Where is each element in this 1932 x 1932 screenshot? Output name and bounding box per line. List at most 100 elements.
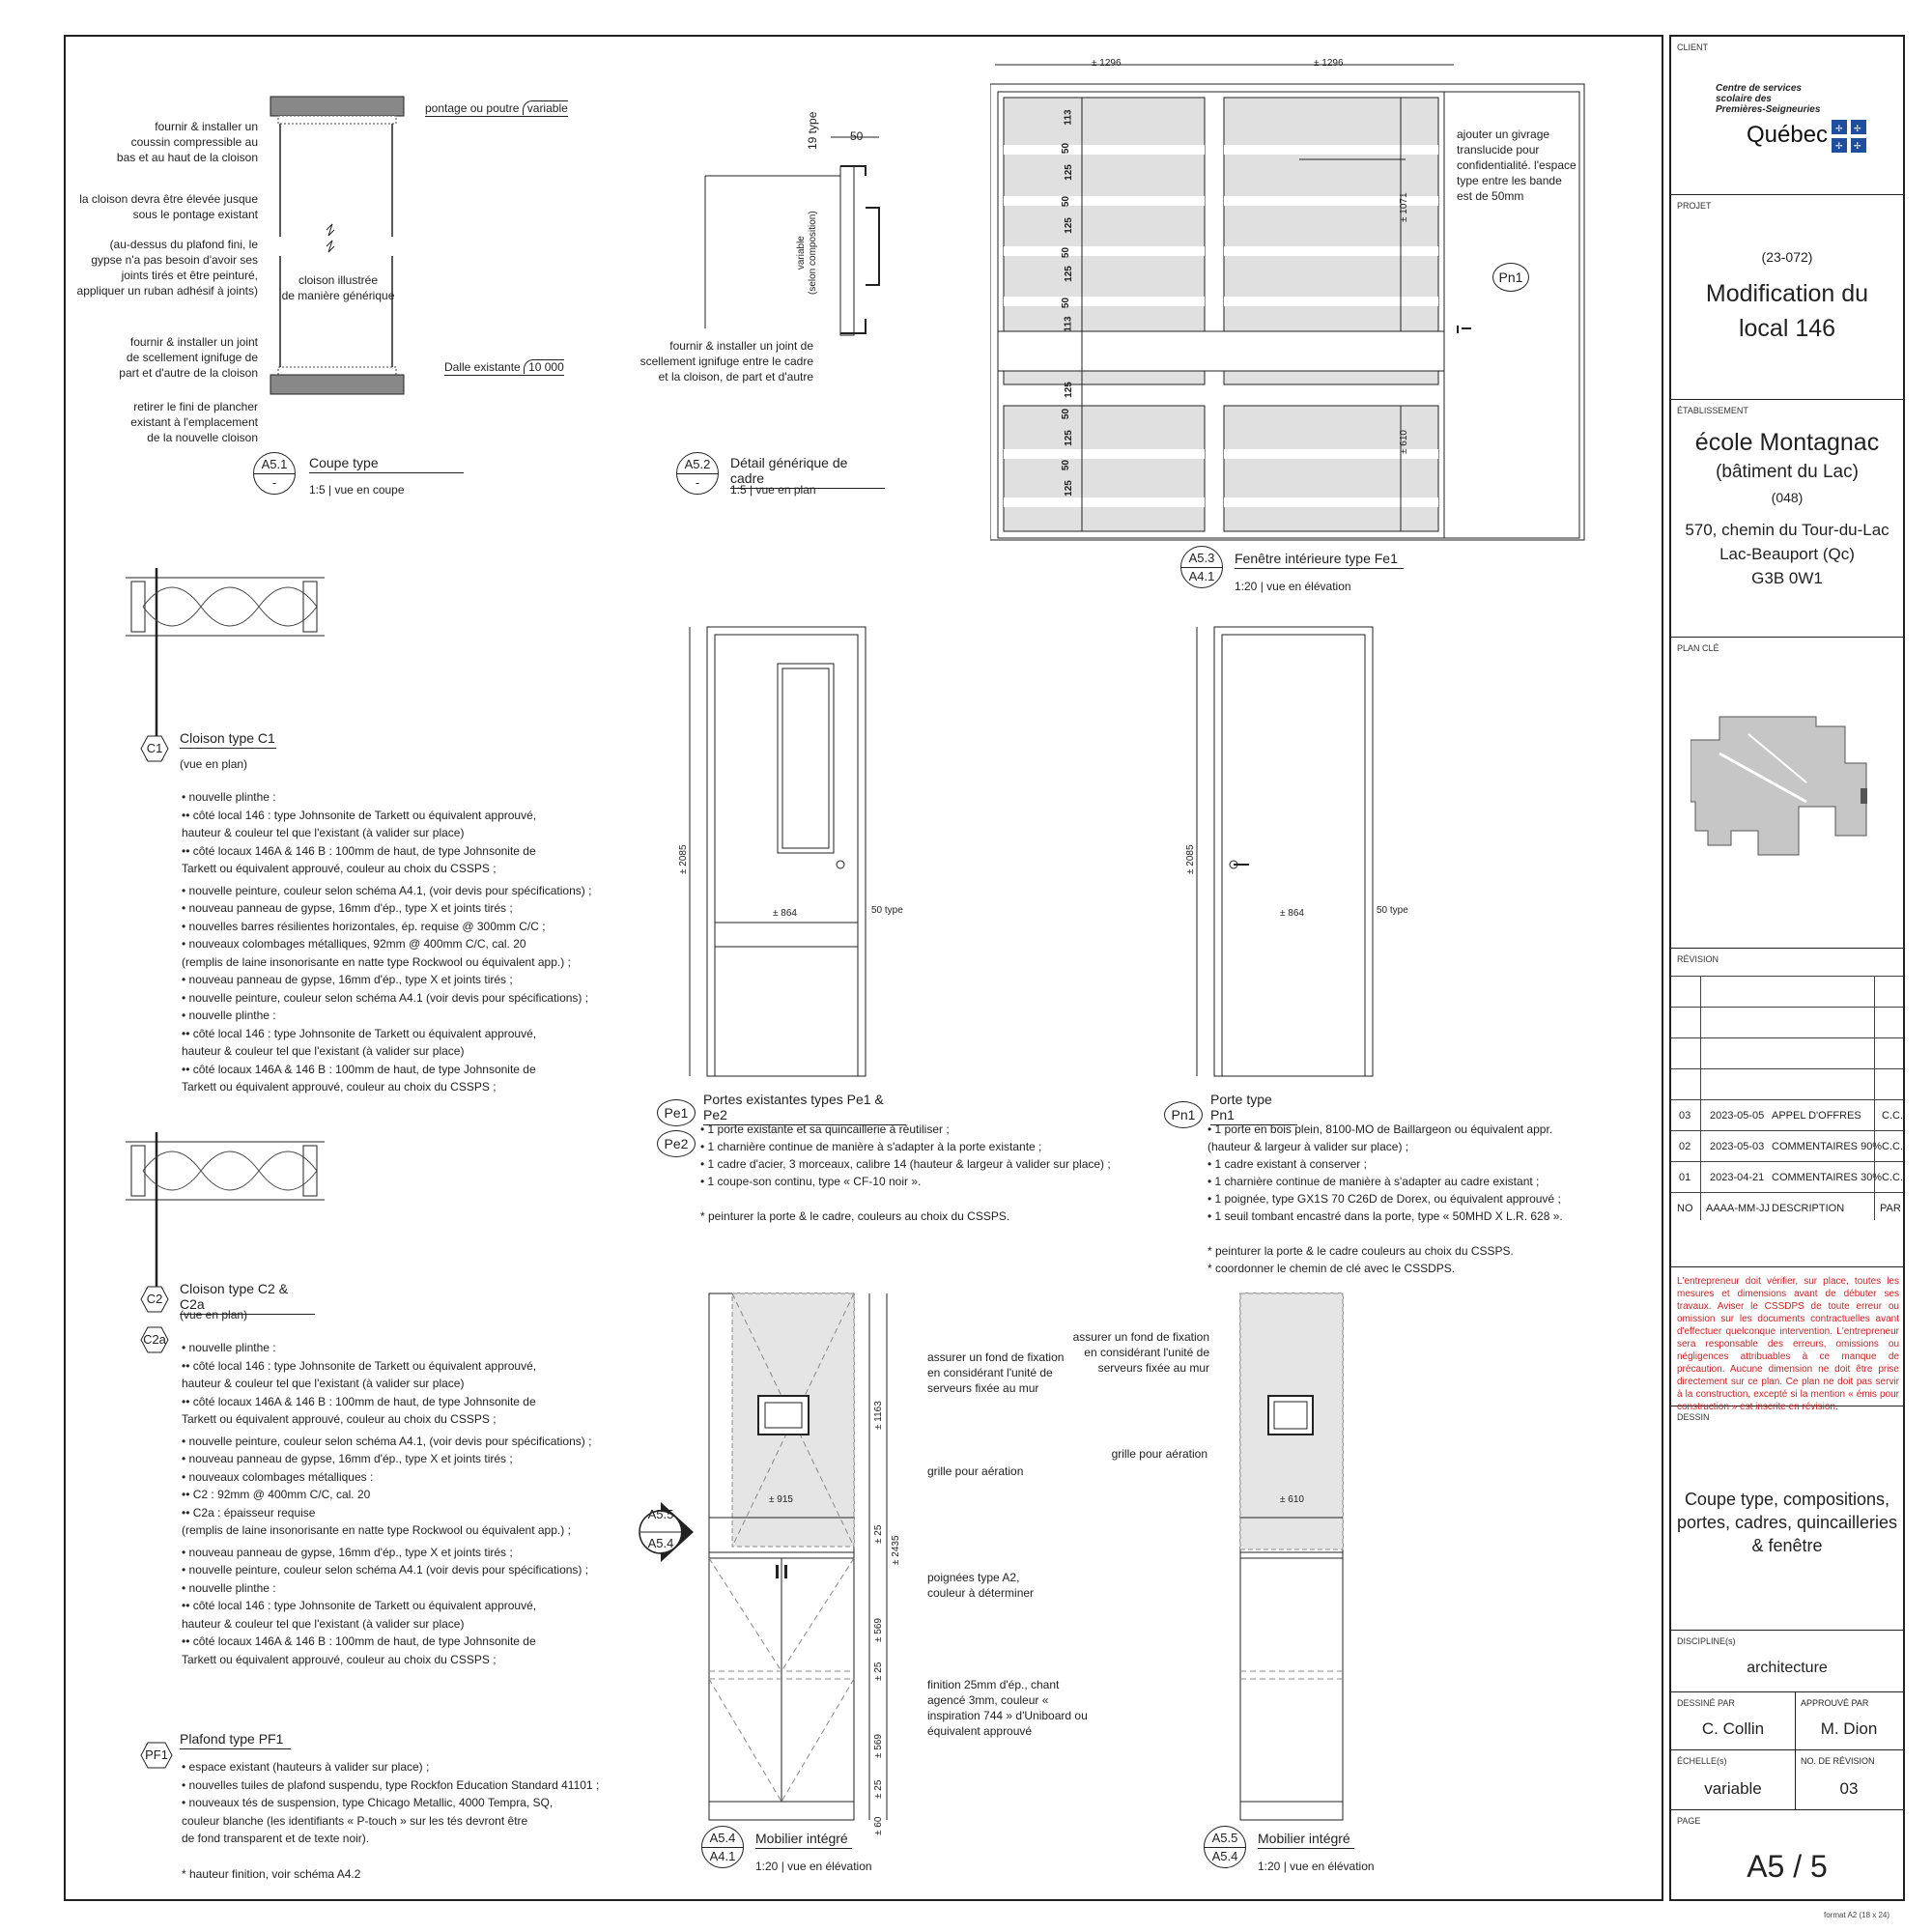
a53-dim-1: ± 1296 <box>1092 58 1122 69</box>
c2-notes: • nouvelle plinthe : •• côté local 146 :… <box>182 1341 592 1666</box>
a54-marker-top: A5.5 <box>647 1507 674 1521</box>
key-plan-map <box>1690 716 1867 856</box>
a52-section-bubble: A5.2- <box>676 452 719 495</box>
a53-window-drawing <box>990 64 1585 541</box>
a53-vdim: 125 <box>1063 217 1074 234</box>
a54-d2435: ± 2435 <box>891 1535 901 1565</box>
etab-name: école Montagnac <box>1694 429 1880 456</box>
a51-dalle-label: Dalle existante 10 000 <box>444 359 564 376</box>
pe-height: ± 2085 <box>678 844 689 874</box>
pn1-tag: Pn1 <box>1164 1101 1203 1128</box>
pn1-door-drawing <box>1196 626 1374 1077</box>
a53-vdim: 50 <box>1061 459 1072 471</box>
a53-dim-610: ± 610 <box>1399 430 1409 454</box>
a54-marker-bot: A5.4 <box>647 1536 674 1550</box>
tb-projet-label: PROJET <box>1677 201 1712 211</box>
tb-dessine-approuve: DESSINÉ PAR C. Collin APPROUVÉ PAR M. Di… <box>1671 1692 1903 1750</box>
c1-title: Cloison type C1 <box>180 730 276 749</box>
c1-wall-drawing <box>126 568 325 742</box>
a55-title: Mobilier intégré <box>1258 1831 1354 1849</box>
a54-d25c: ± 25 <box>873 1779 884 1799</box>
a53-vertical-dims: 113 50 125 50 125 50 125 50 113 125 50 1… <box>1061 104 1080 496</box>
projet-num: (23-072) <box>1761 249 1813 265</box>
approuve-value: M. Dion <box>1820 1719 1878 1738</box>
tb-client-label: CLIENT <box>1677 43 1709 52</box>
a54-title: Mobilier intégré <box>755 1831 852 1849</box>
a53-pn1-tag: Pn1 <box>1492 263 1529 292</box>
a51-subtitle: 1:5 | vue en coupe <box>309 483 405 497</box>
page-value: A5 / 5 <box>1747 1849 1828 1884</box>
a53-vdim: 50 <box>1061 297 1072 309</box>
c2-title: Cloison type C2 & C2a <box>180 1281 315 1315</box>
a54-width: ± 915 <box>769 1494 793 1505</box>
a53-vdim: 50 <box>1061 246 1072 259</box>
tb-disclaimer: L'entrepreneur doit vérifier, sur place,… <box>1671 1267 1903 1412</box>
c1-tag: C1 <box>140 734 169 763</box>
a52-dim-side: 19 type <box>806 111 819 150</box>
pf1-notes: • espace existant (hauteurs à valider su… <box>182 1760 600 1881</box>
a52-subtitle: 1:5 | vue en plan <box>730 483 816 497</box>
a54-note-poignees: poignées type A2,couleur à déterminer <box>927 1571 1035 1600</box>
norev-value: 03 <box>1839 1779 1859 1798</box>
pe-door-drawing <box>689 626 867 1077</box>
tb-plan-label: PLAN CLÉ <box>1677 643 1719 653</box>
pn1-title: Porte type Pn1 <box>1210 1092 1297 1125</box>
tb-page-label: PAGE <box>1677 1816 1701 1826</box>
tb-etablissement: ÉTABLISSEMENT école Montagnac (bâtiment … <box>1671 400 1903 638</box>
pn1-frame: 50 type <box>1377 905 1408 916</box>
a55-width: ± 610 <box>1280 1494 1304 1505</box>
a53-vdim: 113 <box>1063 316 1074 332</box>
tb-revision-label: RÉVISION <box>1677 954 1719 964</box>
pe1-tag: Pe1 <box>657 1099 696 1126</box>
a55-note-grille: grille pour aération <box>1111 1447 1208 1461</box>
a53-vdim: 113 <box>1063 109 1074 126</box>
pf1-tag: PF1 <box>140 1741 173 1770</box>
a52-title: Détail générique de cadre <box>730 455 885 489</box>
a54-d569b: ± 569 <box>873 1734 884 1758</box>
tb-disc-label: DISCIPLINE(s) <box>1677 1636 1736 1646</box>
tb-discipline: DISCIPLINE(s) architecture <box>1671 1631 1903 1692</box>
a54-cabinet-drawing <box>708 1293 888 1821</box>
pe-frame: 50 type <box>871 905 903 916</box>
a53-title: Fenêtre intérieure type Fe1 <box>1235 551 1404 569</box>
c1-notes: • nouvelle plinthe : •• côté local 146 :… <box>182 790 592 1094</box>
pe-width: ± 864 <box>773 908 797 919</box>
a54-section-marker <box>639 1502 694 1562</box>
pn1-height: ± 2085 <box>1185 844 1196 874</box>
tb-dessin: DESSIN Coupe type, compositions,portes, … <box>1671 1406 1903 1631</box>
a51-pontage-label: pontage ou poutre variable <box>425 100 568 117</box>
pn1-notes: • 1 porte en bois plein, 8100-MO de Bail… <box>1208 1122 1563 1275</box>
a51-section-bubble: A5.1- <box>253 452 296 495</box>
a54-d1163: ± 1163 <box>873 1401 884 1430</box>
tb-echelle-label: ÉCHELLE(s) <box>1677 1756 1727 1766</box>
a51-title: Coupe type <box>309 455 464 473</box>
a53-dim-2: ± 1296 <box>1314 58 1344 69</box>
drawing-frame <box>64 35 1663 1901</box>
a52-frame-drawing <box>704 136 880 336</box>
format-note: format A2 (18 x 24) <box>1824 1911 1890 1919</box>
tb-etab-label: ÉTABLISSEMENT <box>1677 406 1748 415</box>
a52-variable: variable(selon composition) <box>796 211 818 295</box>
c2a-tag: C2a <box>140 1325 169 1354</box>
c1-subtitle: (vue en plan) <box>180 757 248 771</box>
tb-echelle-rev: ÉCHELLE(s) variable NO. DE RÉVISION 03 <box>1671 1750 1903 1810</box>
pn1-width: ± 864 <box>1280 908 1304 919</box>
a54-d60: ± 60 <box>873 1816 884 1835</box>
pe2-tag: Pe2 <box>657 1130 696 1157</box>
